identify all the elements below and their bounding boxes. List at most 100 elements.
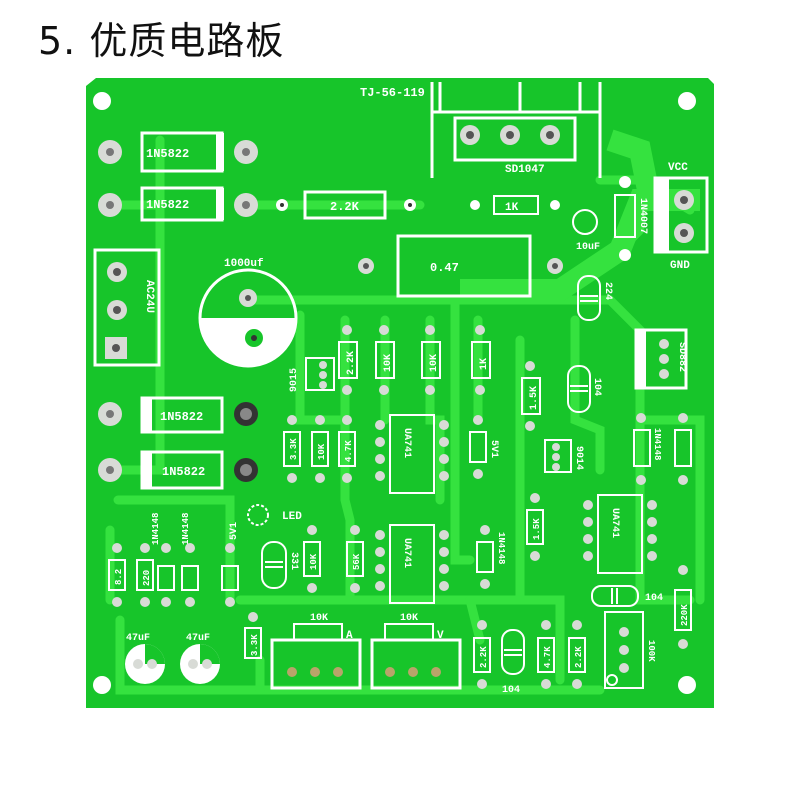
silkscreen-label: 10K <box>429 354 440 372</box>
silkscreen-label: 104 <box>502 685 520 696</box>
resistor-r8: 4.7K <box>338 415 356 483</box>
silkscreen-label: UA741 <box>401 428 412 458</box>
transistor-9015: 9015 <box>289 357 335 392</box>
page-title: 5. 优质电路板 <box>38 19 285 63</box>
resistor-r5: 10K <box>311 415 329 483</box>
ic-ua741-1: UA741 <box>375 414 449 494</box>
led: LED <box>247 504 302 526</box>
silkscreen-label: 47uF <box>186 633 210 644</box>
silkscreen-label: 1K <box>479 358 490 370</box>
silkscreen-label: 104 <box>645 593 663 604</box>
pot-100k: 100K <box>604 611 656 689</box>
diode-1n4148-c: 1N4148 <box>476 525 506 589</box>
silkscreen-label: 220K <box>680 604 690 626</box>
silkscreen-label: 1N4148 <box>652 428 662 460</box>
silkscreen-label: AC24U <box>143 280 155 313</box>
silkscreen-label: 1.5K <box>529 386 540 410</box>
silkscreen-label: 2.2K <box>574 646 584 668</box>
silkscreen-label: 1N5822 <box>146 147 189 161</box>
zener-5v1-left: 5V1 <box>221 522 240 607</box>
resistor-r9: 1.5K <box>521 361 541 431</box>
silkscreen-label: 5V1 <box>488 440 499 458</box>
resistor-r1: 3.3K <box>283 415 301 483</box>
silkscreen-label: SD882 <box>676 342 687 372</box>
silkscreen-label: 0.47 <box>430 261 459 275</box>
ic-ua741-3: UA741 <box>583 494 657 574</box>
silkscreen-label: LED <box>282 511 302 523</box>
transistor-9014: 9014 <box>544 439 584 473</box>
resistor-r14: 2.2K <box>473 620 491 689</box>
silkscreen-label: 100K <box>646 640 656 662</box>
resistor-r4: 10K <box>421 325 441 395</box>
silkscreen-label: 5V1 <box>229 522 240 540</box>
board-substrate <box>86 78 714 708</box>
silkscreen-label: 56K <box>352 553 362 570</box>
board-code: TJ-56-119 <box>360 86 425 100</box>
cap-104c: 104 <box>501 629 525 696</box>
silkscreen-label: 331 <box>288 552 299 570</box>
silkscreen-label: VCC <box>668 162 688 174</box>
diode-1n4148-b: 1N4148 <box>181 513 199 607</box>
resistor-r22: 220K <box>674 565 692 649</box>
resistor-2k2: 2.2K <box>276 190 416 220</box>
resistor-r7: 10K <box>303 525 321 593</box>
silkscreen-label: UA741 <box>401 538 412 568</box>
silkscreen-label: 1N4148 <box>496 532 506 564</box>
silkscreen-label: 2.2K <box>346 351 357 375</box>
silkscreen-label: UA741 <box>609 508 620 538</box>
silkscreen-label: 10uF <box>576 242 600 253</box>
silkscreen-label: 1000uf <box>224 258 264 270</box>
resistor-r11: 1K <box>471 325 491 395</box>
silkscreen-label: 10K <box>317 443 327 460</box>
silkscreen-label: 3.3K <box>250 634 260 656</box>
silkscreen-label: 10K <box>309 553 319 570</box>
silkscreen-label: 1N5822 <box>162 465 205 479</box>
pot-10k-b: 10K V <box>370 613 462 690</box>
mounting-holes <box>93 92 696 694</box>
cap-1000uf: 1000uf <box>198 258 298 368</box>
resistor-r18: 4.7K <box>537 620 555 689</box>
resistor-r10: 1.5K <box>526 493 544 561</box>
cap-47uf-b: 47uF <box>180 633 220 684</box>
silkscreen-label: 1N5822 <box>160 410 203 424</box>
cap-47uf-a: 47uF <box>125 633 165 684</box>
resistor-1k-right <box>674 413 692 485</box>
resistor-047: 0.47 <box>358 234 563 298</box>
zener-5v1-top: 5V1 <box>469 415 499 479</box>
resistor-r3: 10K <box>375 325 395 395</box>
silkscreen-label: GND <box>670 260 690 272</box>
silkscreen-label: 10K <box>310 613 328 624</box>
resistor-row-top: 2.2K 10K 10K 1K 1.5K <box>338 325 541 431</box>
silkscreen-label: 1.5K <box>532 518 542 540</box>
diode-d3: 1N5822 <box>98 396 258 434</box>
silkscreen-label: 104 <box>591 378 602 396</box>
resistor-1k: 1K <box>470 195 560 215</box>
cap-10uf: 10uF <box>572 209 600 253</box>
diode-1n4148-right: 1N4148 <box>633 413 662 485</box>
silkscreen-label: 8.2 <box>114 569 124 585</box>
silkscreen-label: 47uF <box>126 633 150 644</box>
silkscreen-label: 10K <box>383 354 394 372</box>
silkscreen-label: 9015 <box>289 368 300 392</box>
cap-224: 224 <box>577 275 613 321</box>
ac-connector: AC24U <box>93 248 161 367</box>
bridge-pins <box>460 125 560 145</box>
silkscreen-label: 1K <box>505 202 519 214</box>
cap-104a: 104 <box>567 365 602 413</box>
resistor-r12: 8.2 <box>108 543 126 607</box>
diode-d2: 1N5822 <box>98 186 258 222</box>
silkscreen-label: 220 <box>142 570 152 586</box>
silkscreen-label: 3.3K <box>289 438 299 460</box>
resistor-r19: 2.2K <box>568 620 586 689</box>
silkscreen-label: A <box>346 630 353 642</box>
pot-10k-a: 3.3K 10K A <box>244 612 362 690</box>
silkscreen-label: 2.2K <box>479 646 489 668</box>
silkscreen-label: 10K <box>400 613 418 624</box>
silkscreen-label: 4.7K <box>543 646 553 668</box>
resistor-r16: 56K <box>346 525 364 593</box>
silkscreen-label: 1N5822 <box>146 198 189 212</box>
silkscreen-label: 9014 <box>573 446 584 470</box>
silkscreen-label: 1N4148 <box>151 513 161 545</box>
diode-d1: 1N5822 <box>98 131 258 173</box>
